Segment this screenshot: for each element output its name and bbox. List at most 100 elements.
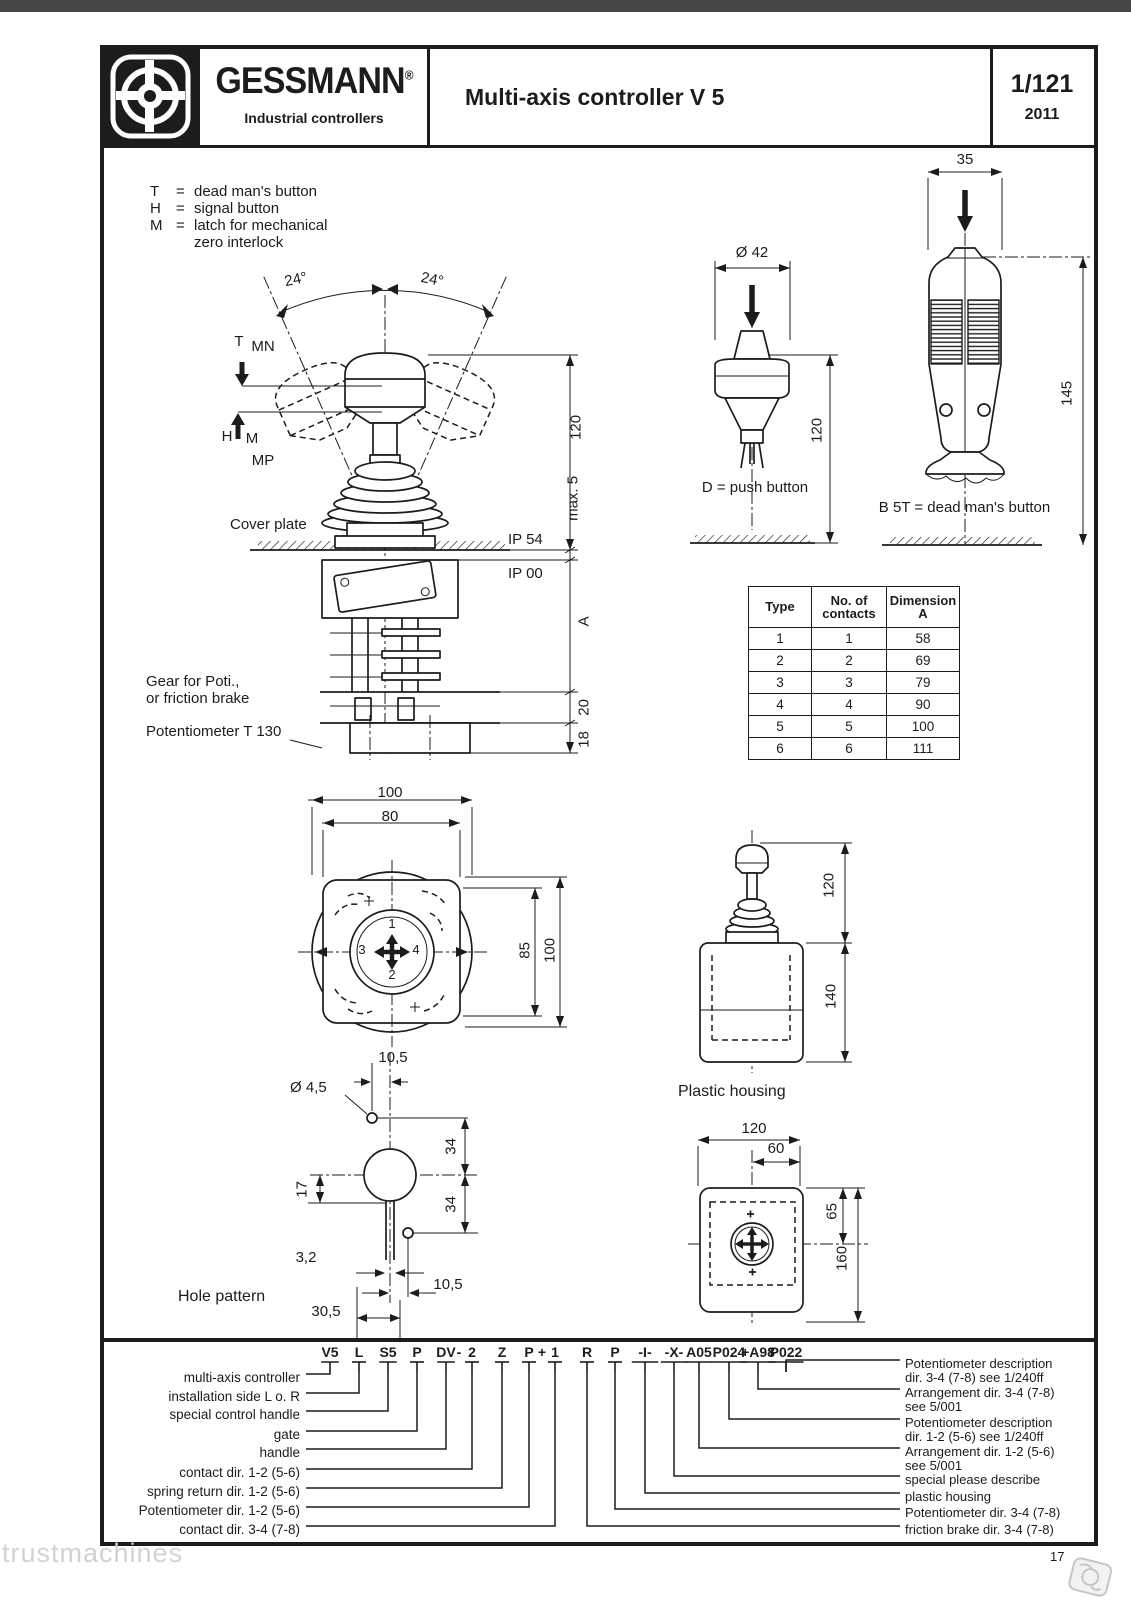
table-cell: 111	[886, 737, 960, 760]
legend-value: dead man's button	[194, 183, 317, 200]
code-label-installation-side: installation side L o. R	[168, 1389, 300, 1404]
order-code-segment: +	[538, 1344, 546, 1360]
ip54-label: IP 54	[508, 531, 543, 548]
dim-max5: max. 5	[564, 475, 582, 521]
dim-a: A	[575, 616, 593, 627]
order-code-segment: P	[524, 1344, 533, 1360]
header-divider	[990, 49, 993, 145]
order-code-segment: -X-	[665, 1344, 684, 1360]
dim-flange-100v: 100	[541, 937, 559, 963]
scan-stamp-icon	[1068, 1557, 1113, 1597]
table-cell: 79	[886, 671, 960, 694]
order-code-segment: 2	[468, 1344, 476, 1360]
table-cell: 5	[811, 715, 887, 738]
label-mn: MN	[251, 338, 275, 355]
table-cell: 1	[811, 627, 887, 650]
header-rule	[104, 145, 1094, 148]
code-label-arrangement-12: Arrangement dir. 1-2 (5-6)see 5/001	[905, 1444, 1055, 1473]
code-connector-right	[785, 1359, 900, 1372]
order-code-segment: A05	[686, 1344, 712, 1360]
dead-man-handle-drawing	[882, 168, 1090, 546]
label-t: T	[234, 333, 244, 350]
cover-plate-label: Cover plate	[230, 516, 307, 533]
dim-35: 35	[956, 151, 974, 168]
plastic-housing-caption: Plastic housing	[678, 1083, 786, 1100]
code-label-spring-return: spring return dir. 1-2 (5-6)	[146, 1484, 300, 1499]
dim-hp-17: 17	[293, 1181, 311, 1198]
code-connector-right	[673, 1372, 900, 1477]
code-connector-left	[306, 1372, 389, 1412]
direction-2: 2	[388, 967, 396, 982]
code-connector-right	[698, 1372, 900, 1449]
direction-1: 1	[388, 916, 396, 931]
order-code-segment: P022	[770, 1344, 803, 1360]
dim-hp-32: 3,2	[295, 1249, 317, 1266]
code-connector-right	[757, 1372, 900, 1390]
dim-dia-42: Ø 42	[735, 244, 769, 261]
dim-hp-305: 30,5	[311, 1303, 341, 1320]
dim-hp-dia: Ø 4,5	[290, 1079, 327, 1096]
table-cell: 90	[886, 693, 960, 716]
dim-18: 18	[575, 731, 593, 748]
table-cell: 6	[811, 737, 887, 760]
table-cell: 5	[748, 715, 812, 738]
code-connector-right	[644, 1372, 900, 1494]
doc-year: 2011	[1024, 106, 1060, 123]
label-mp: MP	[251, 452, 275, 469]
dim-housing-140: 140	[822, 983, 840, 1009]
header-divider	[427, 49, 430, 145]
order-code-segment: -	[457, 1344, 462, 1360]
dim-main-120: 120	[567, 414, 585, 440]
code-label-multi-axis: multi-axis controller	[183, 1370, 300, 1385]
gessmann-logo	[104, 49, 197, 145]
page-frame	[100, 45, 1098, 1546]
table-cell: 6	[748, 737, 812, 760]
flange-top-view-drawing	[298, 796, 567, 1047]
code-connector-left	[306, 1372, 418, 1432]
order-code-segment: L	[355, 1344, 364, 1360]
table-cell: 2	[748, 649, 812, 672]
legend-key: T	[150, 183, 160, 200]
legend-value: zero interlock	[194, 234, 284, 251]
code-label-handle: handle	[259, 1445, 300, 1460]
label-h: H	[221, 428, 233, 445]
plastic-housing-top-drawing	[688, 1136, 868, 1325]
table-cell: 3	[748, 671, 812, 694]
order-code-segment: 1	[551, 1344, 559, 1360]
order-code-segment: +A98	[741, 1344, 775, 1360]
gessmann-logo-icon	[110, 54, 191, 139]
scan-edge-band	[0, 0, 1131, 12]
dim-flange-80: 80	[381, 808, 399, 825]
table-cell: 69	[886, 649, 960, 672]
code-label-friction-brake-34: friction brake dir. 3-4 (7-8)	[905, 1522, 1054, 1537]
order-code-segment: V5	[321, 1344, 338, 1360]
table-cell: 100	[886, 715, 960, 738]
code-connector-right	[728, 1372, 900, 1420]
dim-hp-105-bottom: 10,5	[433, 1276, 463, 1293]
code-connector-left	[306, 1372, 530, 1508]
dim-ht-60: 60	[767, 1140, 785, 1157]
main-assembly-drawing	[231, 274, 578, 760]
doc-reference: 1/121	[1010, 70, 1074, 98]
code-label-special-handle: special control handle	[169, 1407, 300, 1422]
code-connector-left	[306, 1372, 556, 1527]
code-label-gate: gate	[273, 1427, 300, 1442]
order-code-segment: P024	[713, 1344, 746, 1360]
order-code-segment: S5	[379, 1344, 396, 1360]
code-label-contact-12: contact dir. 1-2 (5-6)	[179, 1465, 300, 1480]
legend-key: M	[150, 217, 163, 234]
order-code-segment: -I-	[638, 1344, 652, 1360]
watermark: trustmachines	[2, 1538, 184, 1568]
code-connector-left	[306, 1372, 360, 1394]
